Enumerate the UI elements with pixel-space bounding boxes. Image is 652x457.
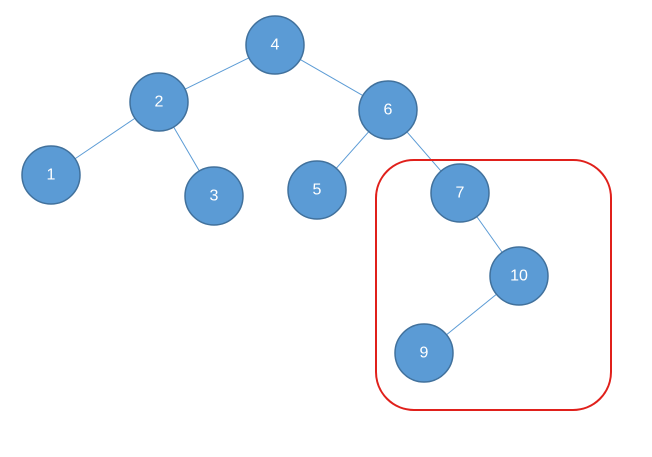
node-circle-1	[21, 145, 81, 205]
tree-node-4: 4	[245, 15, 305, 75]
edge-4-2	[184, 57, 250, 90]
nodes-layer: 4 2 6 1 3 5 7 10 9	[21, 15, 549, 383]
node-circle-9	[394, 323, 454, 383]
tree-node-6: 6	[358, 80, 418, 140]
node-label-9: 9	[420, 345, 429, 362]
tree-node-3: 3	[184, 166, 244, 226]
edge-2-3	[173, 126, 200, 172]
node-circle-2	[129, 72, 189, 132]
edge-6-5	[335, 131, 370, 169]
edge-7-10	[476, 216, 503, 253]
highlight-box	[375, 159, 612, 411]
node-label-3: 3	[210, 188, 219, 205]
tree-node-5: 5	[287, 160, 347, 220]
node-circle-6	[358, 80, 418, 140]
node-circle-10	[489, 246, 549, 306]
tree-node-1: 1	[21, 145, 81, 205]
tree-node-2: 2	[129, 72, 189, 132]
tree-node-7: 7	[430, 163, 490, 223]
node-circle-4	[245, 15, 305, 75]
edge-6-7	[406, 131, 442, 172]
node-label-4: 4	[271, 37, 280, 54]
tree-node-10: 10	[489, 246, 549, 306]
node-label-6: 6	[384, 102, 393, 119]
edge-10-9	[446, 293, 497, 336]
node-label-10: 10	[510, 268, 528, 285]
edge-2-1	[74, 117, 136, 160]
edge-4-6	[299, 59, 364, 96]
node-circle-3	[184, 166, 244, 226]
node-label-5: 5	[313, 182, 322, 199]
tree-node-9: 9	[394, 323, 454, 383]
node-label-1: 1	[47, 167, 56, 184]
node-label-7: 7	[456, 185, 465, 202]
edges-layer	[74, 57, 503, 336]
node-circle-5	[287, 160, 347, 220]
node-label-2: 2	[155, 94, 164, 111]
node-circle-7	[430, 163, 490, 223]
